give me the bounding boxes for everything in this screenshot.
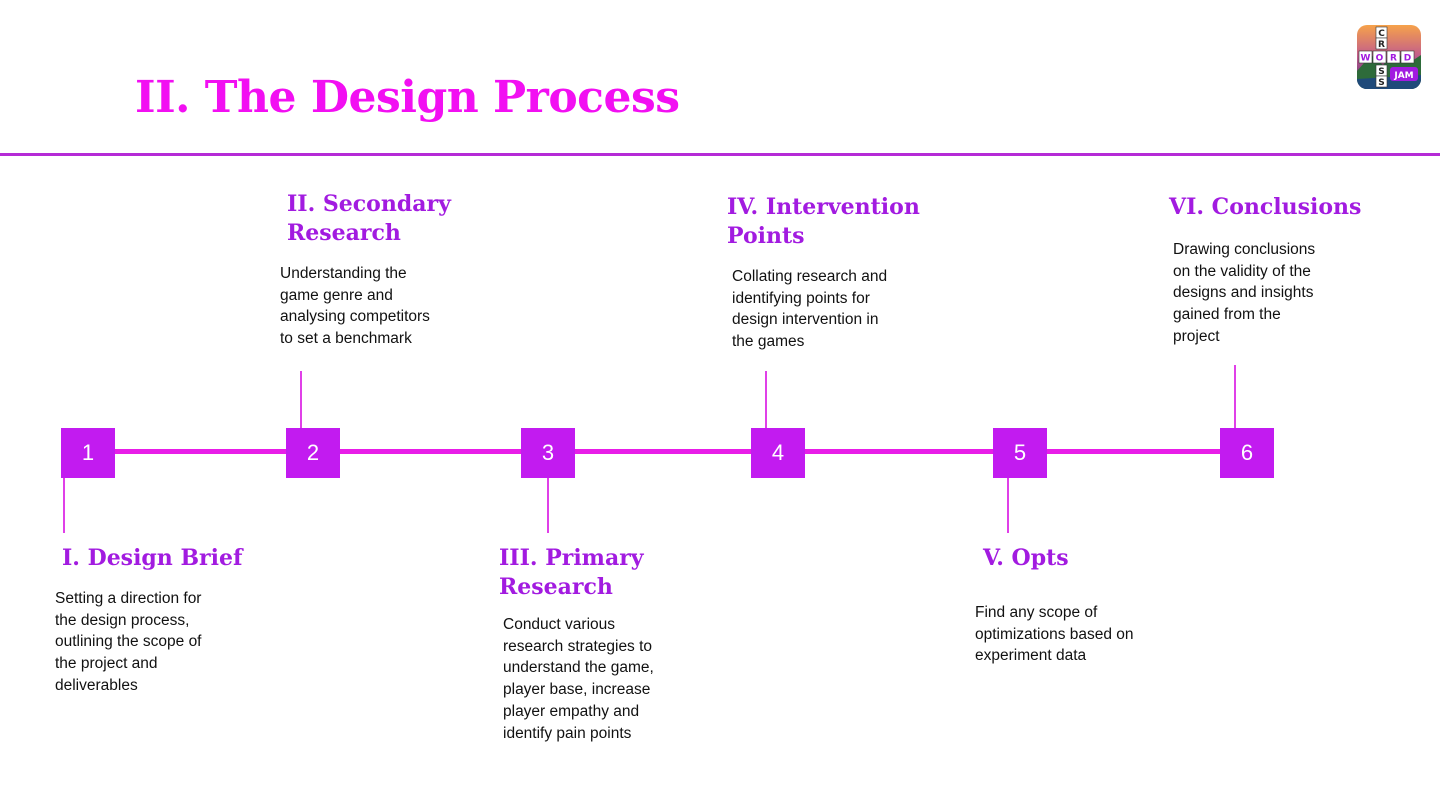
logo-letter-w: W (1361, 54, 1371, 64)
desc-line: Find any scope of (975, 604, 1098, 621)
page-title: II. The Design Process (135, 72, 680, 123)
timeline-line (90, 449, 1250, 454)
desc-line: optimizations based on (975, 625, 1134, 643)
desc-line: player empathy and (503, 702, 640, 720)
step-heading-3: III. Primary Research (499, 544, 644, 602)
desc-line: analysing competitors (280, 308, 430, 326)
step-heading-6: VI. Conclusions (1169, 193, 1361, 222)
app-logo-icon: C R W O R D S S JAM (1357, 25, 1421, 89)
step-number-1: 1 (81, 440, 95, 465)
desc-line: the games (732, 333, 805, 351)
desc-line: deliverables (55, 676, 138, 694)
heading-line: VI. Conclusions (1169, 194, 1362, 220)
step-heading-2: II. Secondary Research (287, 190, 451, 248)
desc-line: designs and insights (1173, 284, 1314, 302)
heading-line: Research (287, 220, 401, 246)
connector-6 (1234, 365, 1236, 428)
step-node-1: 1 (61, 428, 115, 478)
connector-5 (1007, 478, 1009, 533)
desc-line: Conduct various (503, 616, 616, 633)
logo-letter-c: C (1378, 29, 1385, 39)
step-number-4: 4 (771, 440, 785, 465)
logo-letter-r: R (1378, 40, 1385, 50)
heading-line: I. Design Brief (62, 545, 243, 571)
desc-line: Collating research and (732, 268, 888, 285)
step-number-3: 3 (541, 440, 555, 465)
step-description-5: Find any scope of optimizations based on… (975, 602, 1134, 667)
desc-line: game genre and (280, 286, 393, 304)
desc-line: outlining the scope of (55, 633, 202, 651)
desc-line: Setting a direction for (55, 590, 202, 607)
desc-line: Drawing conclusions (1173, 241, 1316, 258)
step-node-2: 2 (286, 428, 340, 478)
step-description-1: Setting a direction for the design proce… (55, 588, 202, 697)
desc-line: project (1173, 327, 1220, 345)
desc-line: on the validity of the (1173, 262, 1311, 280)
step-number-5: 5 (1013, 440, 1027, 465)
desc-line: the design process, (55, 611, 190, 629)
heading-line: III. Primary (499, 545, 644, 571)
heading-line: Research (499, 574, 613, 600)
connector-4 (765, 371, 767, 428)
step-description-2: Understanding the game genre and analysi… (280, 263, 430, 350)
desc-line: Understanding the (280, 265, 407, 282)
logo-badge: JAM (1393, 71, 1413, 81)
desc-line: design intervention in (732, 311, 879, 329)
desc-line: identifying points for (732, 289, 870, 307)
step-node-3: 3 (521, 428, 575, 478)
step-node-6: 6 (1220, 428, 1274, 478)
step-heading-4: IV. Intervention Points (727, 193, 920, 251)
connector-1 (63, 478, 65, 533)
step-description-4: Collating research and identifying point… (732, 266, 887, 353)
connector-2 (300, 371, 302, 428)
heading-line: V. Opts (983, 545, 1069, 571)
step-number-6: 6 (1240, 440, 1254, 465)
logo-letter-o: O (1376, 54, 1384, 64)
step-description-3: Conduct various research strategies to u… (503, 614, 654, 744)
heading-line: IV. Intervention (727, 194, 920, 220)
step-heading-1: I. Design Brief (62, 544, 242, 573)
desc-line: research strategies to (503, 637, 653, 655)
desc-line: understand the game, (503, 659, 654, 677)
logo-letter-r2: R (1390, 54, 1397, 64)
desc-line: identify pain points (503, 724, 632, 742)
title-divider (0, 153, 1440, 156)
heading-line: Points (727, 223, 805, 249)
logo-letter-s2: S (1378, 78, 1384, 88)
desc-line: experiment data (975, 647, 1087, 665)
logo-letter-d: D (1404, 54, 1411, 64)
connector-3 (547, 478, 549, 533)
step-heading-5: V. Opts (983, 544, 1069, 573)
heading-line: II. Secondary (287, 191, 451, 217)
step-node-4: 4 (751, 428, 805, 478)
step-description-6: Drawing conclusions on the validity of t… (1173, 239, 1315, 348)
step-node-5: 5 (993, 428, 1047, 478)
desc-line: the project and (55, 655, 158, 673)
logo-letter-s1: S (1378, 67, 1384, 77)
desc-line: player base, increase (503, 681, 651, 699)
desc-line: to set a benchmark (280, 330, 412, 348)
desc-line: gained from the (1173, 306, 1281, 324)
step-number-2: 2 (306, 440, 320, 465)
